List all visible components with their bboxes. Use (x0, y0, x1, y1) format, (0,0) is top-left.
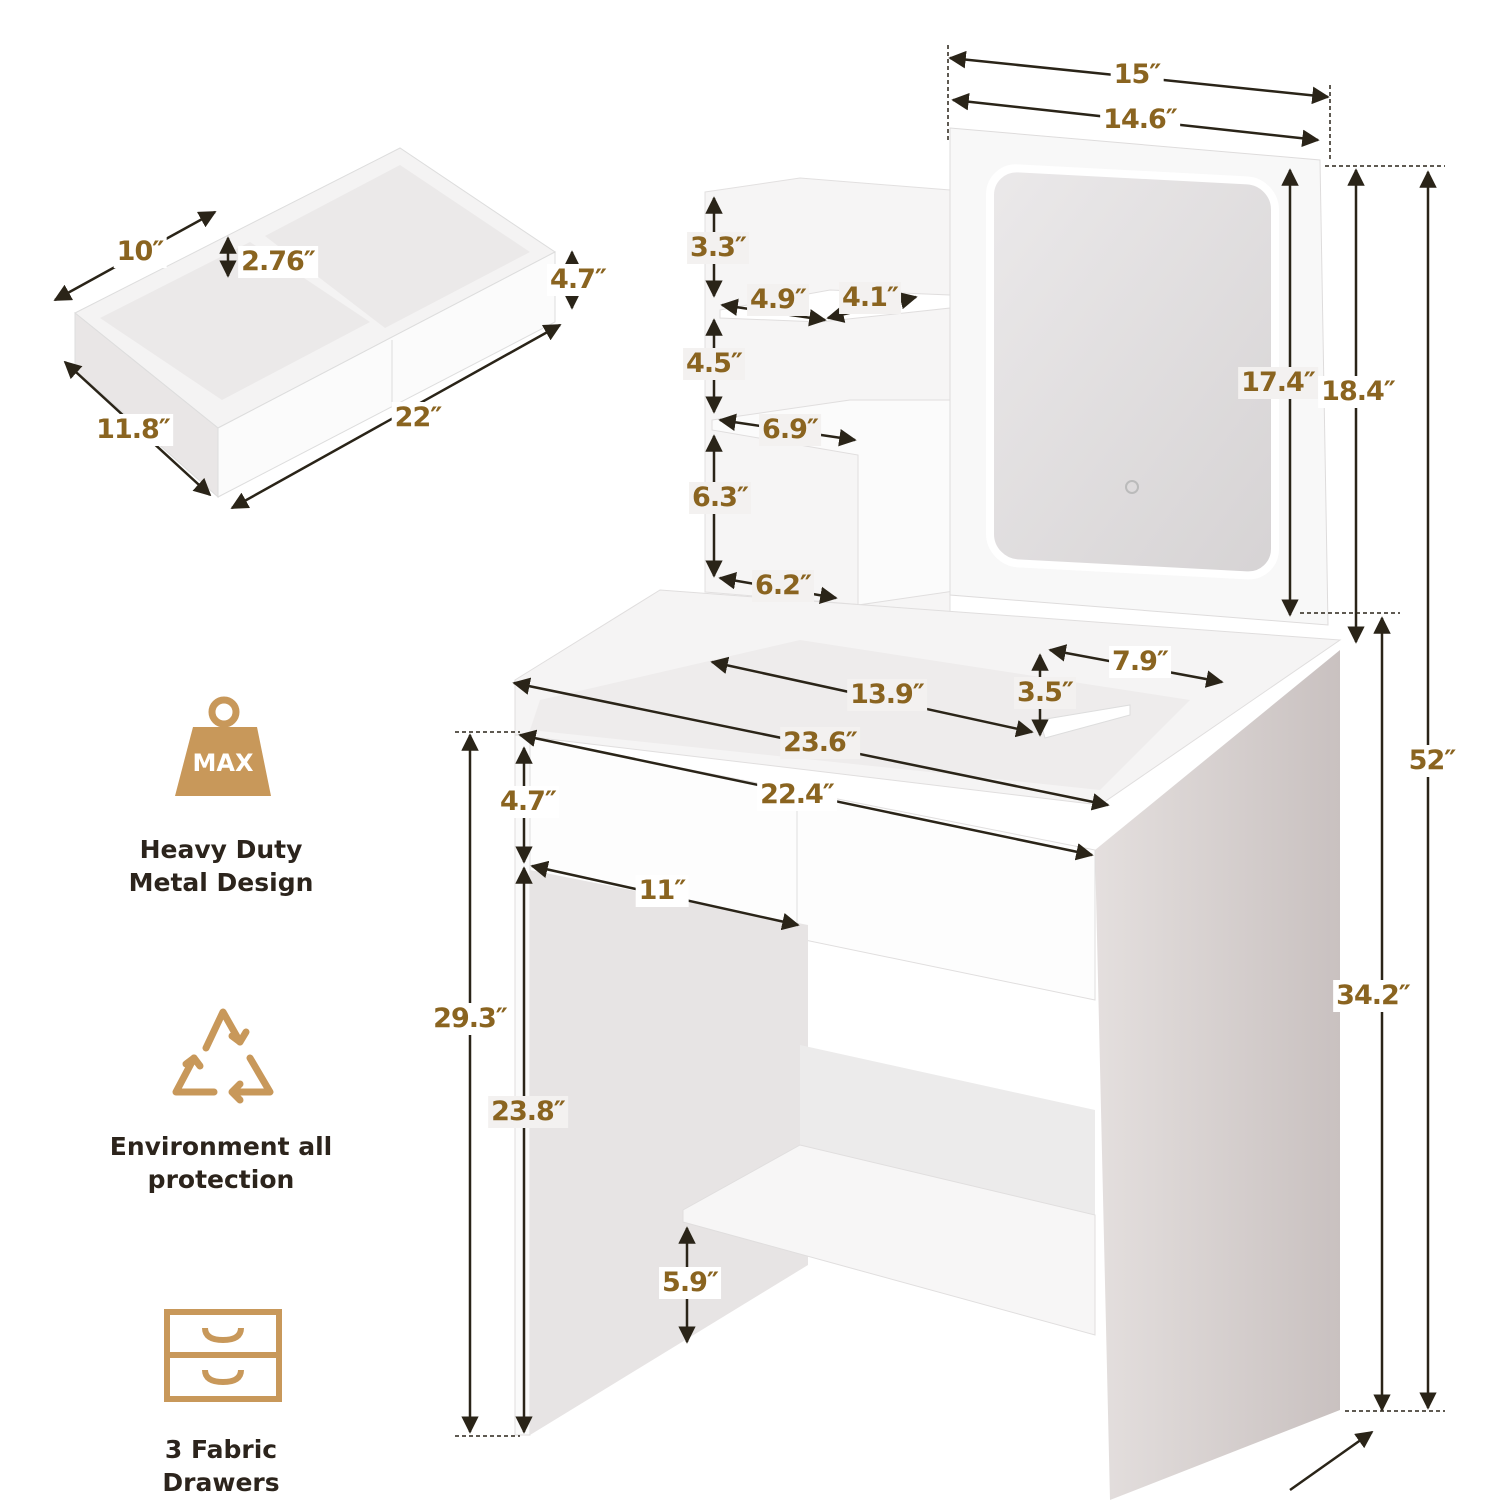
drawer-height-label: 4.7″ (547, 264, 609, 296)
drawer-total-width-label: 22″ (391, 402, 445, 434)
side-height-label: 34.2″ (1333, 980, 1413, 1012)
shelf-middle-label: 6.9″ (759, 414, 821, 446)
desk-drawer-width-label: 22.4″ (757, 779, 837, 811)
drawers-icon (164, 1309, 282, 1402)
mirror-inner-height-label: 17.4″ (1238, 367, 1318, 399)
desk-top-width-label: 23.6″ (780, 727, 860, 759)
mirror-outer-height-label: 18.4″ (1318, 376, 1398, 408)
feature-line1: 3 Fabric (164, 1435, 278, 1464)
shelf-b-label: 4.1″ (839, 282, 901, 314)
desk-drawer-height-label: 4.7″ (497, 786, 559, 818)
shelf-bottom-label: 6.2″ (752, 570, 814, 602)
feature-line2: protection (147, 1165, 295, 1194)
weight-max-icon: MAX (175, 696, 271, 796)
feature-line2: Drawers (162, 1468, 280, 1497)
feature-line1: Environment all (109, 1132, 333, 1161)
feature-line2: Metal Design (128, 868, 314, 897)
shelf-bottom-gap-label: 6.3″ (689, 482, 751, 514)
led-mirror (986, 164, 1279, 580)
mirror-inner-width-label: 14.6″ (1100, 104, 1180, 136)
desk-back-depth-label: 7.9″ (1109, 646, 1171, 678)
shelf-top-gap-label: 3.3″ (687, 232, 749, 264)
drawer-length-label: 11.8″ (93, 414, 173, 446)
drawer-inner-depth-label: 2.76″ (238, 246, 318, 278)
max-badge-text: MAX (193, 749, 254, 777)
single-drawer-width-label: 11″ (635, 875, 689, 907)
feature-line1: Heavy Duty (139, 835, 303, 864)
drawer-width-label: 10″ (113, 236, 167, 268)
desk-inner-width-label: 13.9″ (847, 679, 927, 711)
desk-rail-height-label: 3.5″ (1014, 677, 1076, 709)
shelf-middle-gap-label: 4.5″ (683, 348, 745, 380)
feature-drawers: 3 Fabric Drawers (162, 1433, 279, 1499)
feature-heavy-duty: Heavy Duty Metal Design (129, 833, 314, 899)
bottom-shelf-height-label: 5.9″ (659, 1267, 721, 1299)
shelf-a-label: 4.9″ (747, 284, 809, 316)
touch-switch-icon (1125, 480, 1139, 494)
mirror-outer-width-label: 15″ (1110, 59, 1164, 91)
desk-height-label: 29.3″ (430, 1003, 510, 1035)
vanity-body (514, 127, 1342, 1500)
feature-environment: Environment all protection (110, 1130, 333, 1196)
total-height-label: 52″ (1405, 745, 1459, 777)
knee-clearance-label: 23.8″ (488, 1096, 568, 1128)
recycle-icon (172, 1008, 274, 1104)
